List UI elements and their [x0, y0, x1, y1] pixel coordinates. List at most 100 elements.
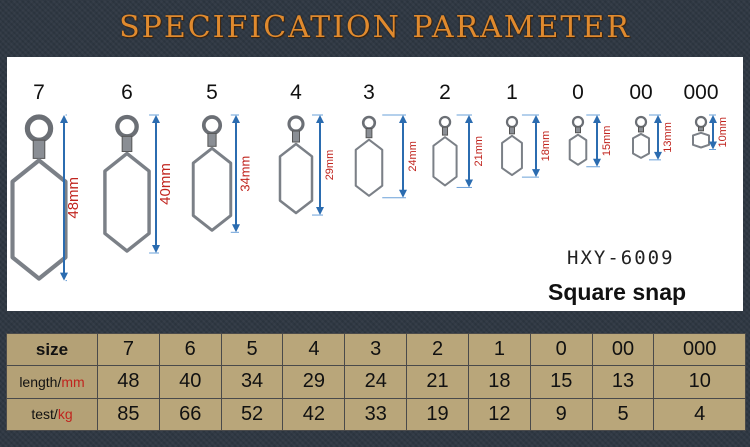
length-header: length/mm [6, 365, 98, 399]
table-cell-size: 4 [282, 332, 346, 367]
snap-size-label: 000 [683, 81, 719, 104]
table-cell-size: 5 [220, 332, 284, 367]
snap-size-label: 5 [206, 81, 218, 104]
measure-arrow-head-bottom [654, 151, 662, 160]
table-cell-size: 0 [529, 332, 593, 367]
product-name: Square snap [548, 279, 687, 305]
table-cell-test: 4 [653, 397, 746, 432]
measure-arrow-head-bottom [399, 189, 407, 198]
snap-length-label: 29mm [324, 150, 336, 181]
table-cell-test: 19 [406, 397, 469, 432]
table-cell-size: 3 [344, 332, 408, 367]
table-cell-test: 85 [97, 397, 160, 432]
test-header: test/kg [6, 397, 98, 432]
table-cell-length: 15 [529, 365, 593, 399]
snap-ring [361, 115, 377, 130]
length-unit: mm [61, 373, 85, 390]
snap-body [278, 142, 314, 215]
table-cell-size: 00 [591, 332, 655, 367]
table-cell-length: 18 [467, 365, 531, 399]
snap-length-label: 40mm [157, 163, 174, 205]
measure-arrow-head-top [593, 115, 601, 123]
table-cell-length: 29 [282, 365, 346, 399]
measure-arrow-head-top [152, 115, 160, 123]
measure-arrow-head-top [232, 115, 240, 123]
snap-body [191, 146, 233, 232]
snap-length-label: 18mm [540, 131, 552, 162]
snap-size-label: 6 [121, 81, 133, 104]
snap-body [501, 134, 523, 177]
snap-length-label: 15mm [601, 126, 613, 157]
measure-arrow-head-bottom [465, 179, 473, 188]
measure-arrow-head-bottom [152, 245, 160, 253]
snap-body [354, 138, 384, 197]
table-cell-test: 52 [220, 397, 284, 432]
snap-length-label: 34mm [237, 156, 252, 192]
measure-arrow-head-bottom [316, 207, 324, 216]
table-cell-test: 33 [344, 397, 408, 432]
snap-ring [571, 115, 585, 129]
snap-body [632, 132, 650, 159]
table-cell-length: 21 [406, 365, 469, 399]
snap-coil [32, 139, 46, 159]
snap-ring [24, 114, 54, 143]
measure-arrow-head-top [465, 115, 473, 123]
snap-coil [207, 132, 217, 147]
snap-coil [365, 128, 373, 139]
measure-arrow-head-bottom [709, 141, 717, 150]
measure-arrow-head-top [654, 115, 662, 123]
snap-coil [575, 126, 581, 134]
snap-coil [441, 126, 449, 136]
snap-coil [291, 130, 301, 143]
snap-ring [438, 115, 452, 129]
test-label: test/ [31, 406, 58, 423]
measure-arrow-head-bottom [232, 224, 240, 233]
measure-arrow-head-top [60, 115, 68, 123]
snap-size-label: 7 [33, 81, 45, 104]
snap-ring [115, 114, 139, 139]
page-title: SPECIFICATION PARAMETER [119, 10, 631, 45]
snap-ring [694, 115, 708, 129]
measure-arrow-head-bottom [60, 272, 68, 281]
snap-body [692, 131, 710, 149]
measure-arrow-head-bottom [532, 169, 540, 178]
measure-arrow-head-top [532, 115, 540, 123]
snap-length-label: 13mm [662, 122, 674, 153]
snap-size-label: 1 [506, 81, 518, 104]
snap-ring [201, 115, 223, 136]
snap-body [568, 133, 588, 166]
table-cell-length: 48 [97, 365, 160, 399]
table-cell-size: 1 [467, 332, 531, 367]
snap-coil [121, 135, 133, 152]
snap-body [10, 158, 68, 281]
snap-ring [287, 115, 305, 133]
table-cell-test: 5 [591, 397, 655, 432]
snap-length-label: 21mm [473, 136, 485, 167]
size-header: size [6, 332, 98, 367]
measure-arrow-head-bottom [593, 158, 601, 167]
snap-body [103, 151, 151, 253]
table-cell-length: 10 [653, 365, 746, 399]
table-cell-size: 7 [97, 332, 160, 367]
snap-length-label: 10mm [717, 117, 729, 148]
test-unit: kg [57, 406, 73, 423]
table-cell-length: 13 [591, 365, 655, 399]
measure-arrow-head-top [709, 115, 717, 123]
snap-coil [638, 126, 644, 133]
table-cell-size: 2 [406, 332, 469, 367]
measure-arrow-head-top [399, 115, 407, 123]
snap-body [432, 136, 458, 187]
table-cell-length: 24 [344, 365, 408, 399]
table-cell-test: 42 [282, 397, 346, 432]
length-label: length/ [19, 373, 62, 390]
table-cell-size: 000 [653, 332, 746, 367]
snap-ring [505, 115, 519, 129]
table-cell-length: 34 [220, 365, 284, 399]
